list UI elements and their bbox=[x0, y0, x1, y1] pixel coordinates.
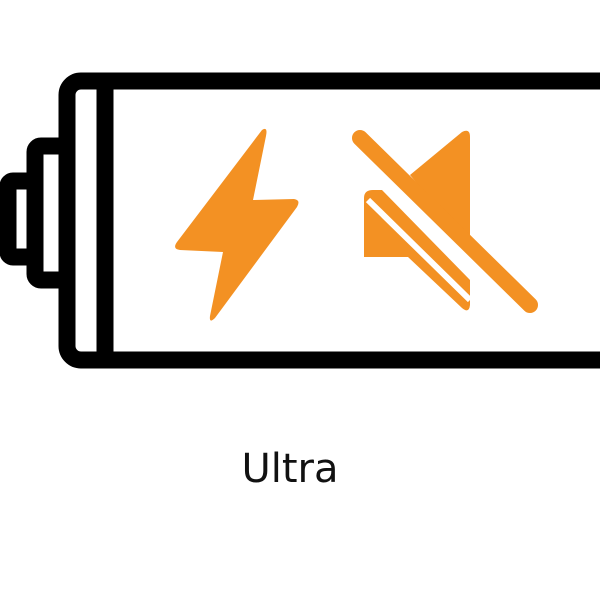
lightning-bolt-icon bbox=[175, 128, 299, 321]
battery-icon bbox=[0, 72, 600, 369]
mode-label: Ultra bbox=[241, 446, 339, 492]
speaker-muted-icon bbox=[352, 130, 538, 313]
